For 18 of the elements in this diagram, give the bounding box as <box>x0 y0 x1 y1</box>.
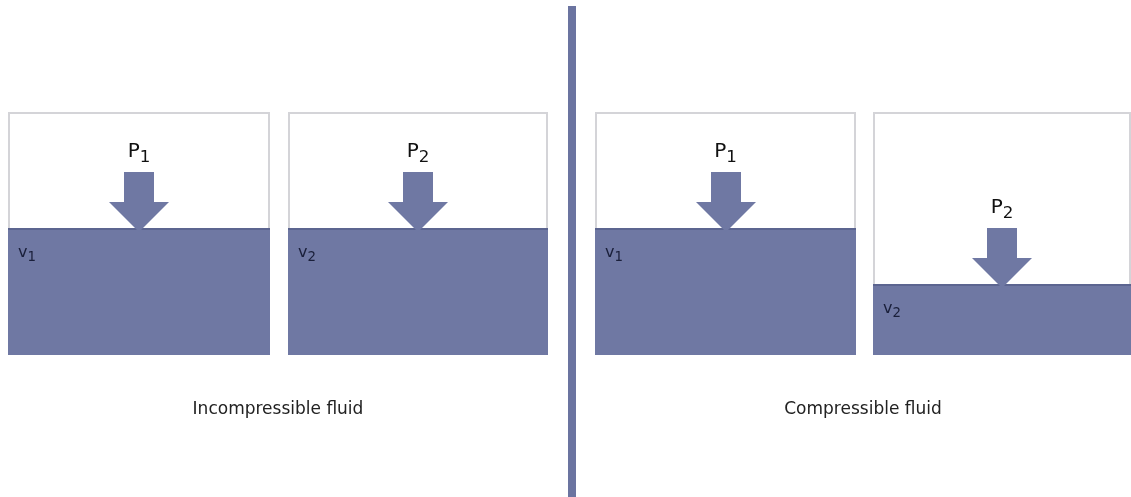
container-box <box>288 112 548 355</box>
pressure-label: P$_{2}$ <box>990 194 1014 222</box>
volume-label: v$_{1}$ <box>605 242 623 265</box>
caption: Compressible fluid <box>784 398 942 418</box>
pressure-label: P$_{1}$ <box>714 138 737 166</box>
fluid-region <box>873 284 1131 355</box>
container-box <box>595 112 856 355</box>
volume-label: v$_{2}$ <box>883 298 901 321</box>
container-box <box>8 112 270 355</box>
fluid-region <box>8 228 270 355</box>
caption: Incompressible fluid <box>192 398 364 418</box>
volume-label: v$_{1}$ <box>18 242 36 265</box>
fluid-region <box>595 228 856 355</box>
container-box <box>873 112 1131 355</box>
fluid-region <box>288 228 548 355</box>
pressure-label: P$_{1}$ <box>127 138 151 166</box>
pressure-label: P$_{2}$ <box>406 138 430 166</box>
volume-label: v$_{2}$ <box>298 242 316 265</box>
